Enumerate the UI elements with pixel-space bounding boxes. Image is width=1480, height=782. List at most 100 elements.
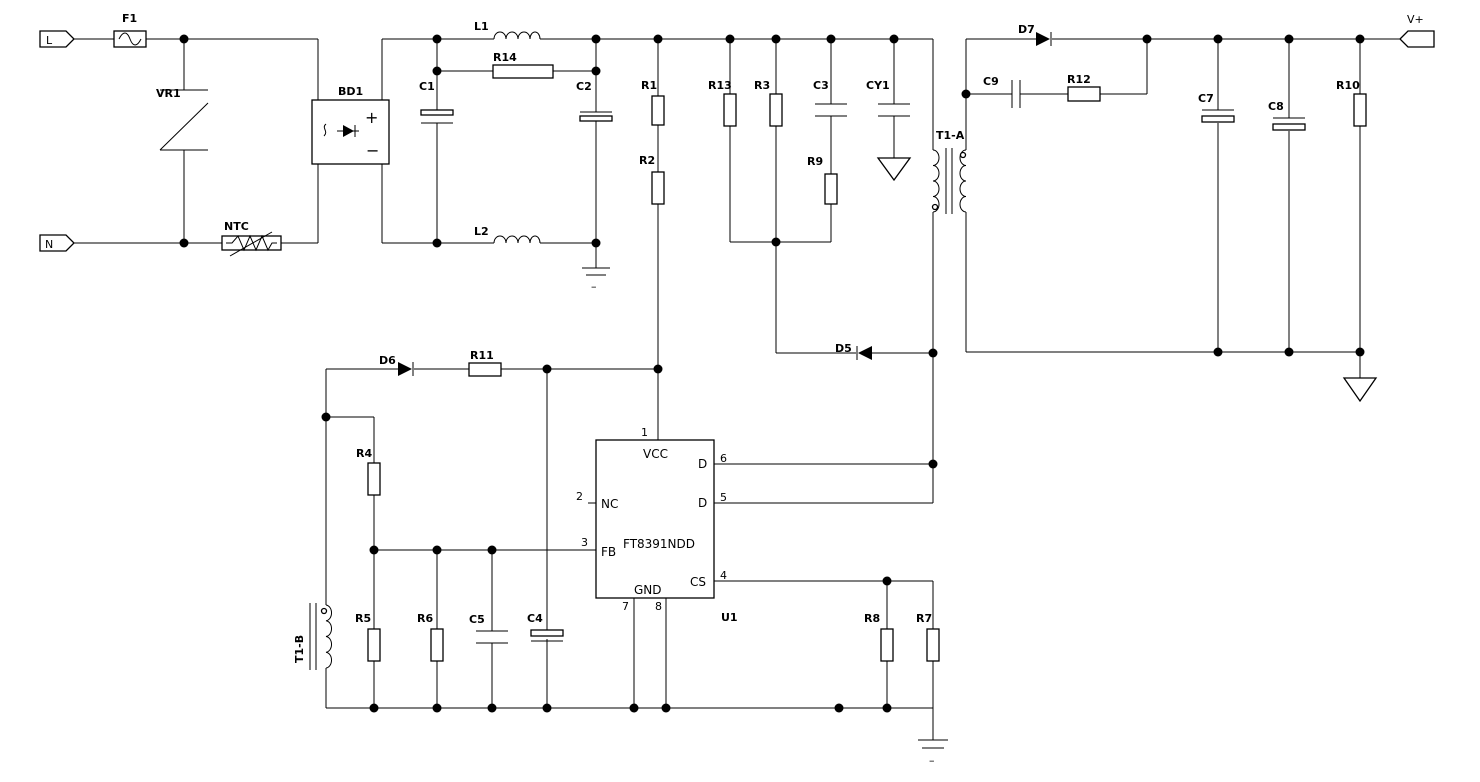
ic-pin-nc-label: NC [601, 497, 618, 511]
resistor-r12: R12 [1067, 73, 1101, 102]
svg-text:6: 6 [720, 452, 727, 465]
varistor-vr1: VR1 [156, 87, 209, 151]
svg-text:NTC: NTC [224, 220, 249, 233]
svg-text:R1: R1 [641, 79, 657, 92]
capacitor-c2: C2 [576, 80, 613, 122]
svg-text:R12: R12 [1067, 73, 1091, 86]
svg-text:C5: C5 [469, 613, 485, 626]
ground-symbol-primary: – [918, 739, 948, 767]
capacitor-c4: C4 [527, 612, 564, 642]
svg-text:C8: C8 [1268, 100, 1284, 113]
thermistor-ntc: NTC [221, 220, 282, 257]
ic-pin-fb-label: FB [601, 545, 616, 559]
svg-text:L2: L2 [474, 225, 489, 238]
fuse-f1: F1 [113, 12, 147, 48]
diode-d5: D5 [835, 342, 872, 360]
svg-text:D6: D6 [379, 354, 396, 367]
svg-text:5: 5 [720, 491, 727, 504]
svg-text:R6: R6 [417, 612, 433, 625]
svg-text:T1-B: T1-B [293, 635, 306, 663]
svg-text:F1: F1 [122, 12, 137, 25]
terminal-l: L [39, 30, 75, 48]
svg-text:R4: R4 [356, 447, 372, 460]
resistor-r8: R8 [864, 612, 894, 662]
svg-text:2: 2 [576, 490, 583, 503]
wires [74, 38, 1400, 740]
svg-text:R2: R2 [639, 154, 655, 167]
svg-text:–: – [929, 754, 935, 767]
svg-text:3: 3 [581, 536, 588, 549]
bridge-rectifier-bd1: + − BD1 [311, 85, 390, 165]
svg-text:R14: R14 [493, 51, 517, 64]
svg-text:C3: C3 [813, 79, 829, 92]
ic-pin-gnd-label: GND [634, 583, 662, 597]
svg-text:CY1: CY1 [866, 79, 890, 92]
transformer-t1-b: T1-B [293, 603, 332, 670]
ic-pin-d5-label: D [698, 496, 707, 510]
resistor-r9: R9 [807, 155, 838, 205]
svg-text:C4: C4 [527, 612, 543, 625]
ic-pin-vcc-label: VCC [643, 447, 668, 461]
ic-part-number: FT8391NDD [623, 537, 695, 551]
resistor-r6: R6 [417, 612, 444, 662]
resistor-r13: R13 [708, 79, 737, 127]
terminal-v-plus: V+ [1399, 13, 1435, 48]
diode-d6: D6 [379, 354, 414, 376]
capacitor-c5: C5 [469, 613, 508, 644]
inductor-l2: L2 [474, 225, 541, 244]
ground-symbol-secondary [1342, 377, 1378, 403]
resistor-r4: R4 [356, 447, 381, 496]
ground-symbol-c2: – [582, 267, 610, 293]
diode-d7: D7 [1018, 23, 1052, 46]
svg-text:R13: R13 [708, 79, 732, 92]
svg-text:V+: V+ [1407, 13, 1424, 26]
capacitor-c9: C9 [983, 75, 1021, 108]
svg-text:C2: C2 [576, 80, 592, 93]
svg-text:D7: D7 [1018, 23, 1035, 36]
svg-text:7: 7 [622, 600, 629, 613]
svg-text:L1: L1 [474, 20, 489, 33]
svg-text:R3: R3 [754, 79, 770, 92]
svg-text:−: − [366, 141, 379, 160]
resistor-r1: R1 [641, 79, 665, 126]
capacitor-c3: C3 [813, 79, 847, 117]
svg-text:R7: R7 [916, 612, 932, 625]
capacitor-c1: C1 [419, 80, 454, 124]
svg-text:C9: C9 [983, 75, 999, 88]
resistor-r7: R7 [916, 612, 940, 662]
svg-text:BD1: BD1 [338, 85, 363, 98]
resistor-r10: R10 [1336, 79, 1367, 127]
svg-text:R5: R5 [355, 612, 371, 625]
terminal-n: N [39, 234, 75, 252]
svg-text:1: 1 [641, 426, 648, 439]
svg-text:N: N [45, 238, 53, 251]
svg-text:C7: C7 [1198, 92, 1214, 105]
ic-pin-d6-label: D [698, 457, 707, 471]
svg-text:U1: U1 [721, 611, 738, 624]
ic-u1: VCC NC FB GND D D CS FT8391NDD 1 2 3 4 5… [576, 426, 738, 624]
capacitor-cy1: CY1 [866, 79, 912, 182]
capacitor-c8: C8 [1268, 100, 1306, 131]
resistor-r14: R14 [492, 51, 554, 79]
svg-text:4: 4 [720, 569, 727, 582]
ic-pin-cs-label: CS [690, 575, 706, 589]
svg-text:T1-A: T1-A [936, 129, 965, 142]
svg-text:VR1: VR1 [156, 87, 181, 100]
inductor-l1: L1 [474, 20, 541, 40]
resistor-r11: R11 [468, 349, 502, 377]
resistor-r3: R3 [754, 79, 783, 127]
svg-text:C1: C1 [419, 80, 435, 93]
svg-text:L: L [46, 34, 53, 47]
svg-text:–: – [591, 280, 597, 293]
svg-text:R8: R8 [864, 612, 880, 625]
svg-text:R11: R11 [470, 349, 494, 362]
svg-text:D5: D5 [835, 342, 852, 355]
svg-text:R9: R9 [807, 155, 823, 168]
capacitor-c7: C7 [1198, 92, 1235, 123]
resistor-r5: R5 [355, 612, 381, 662]
svg-text:R10: R10 [1336, 79, 1360, 92]
svg-text:8: 8 [655, 600, 662, 613]
junction-dots [179, 34, 1365, 713]
transformer-t1-a: T1-A [931, 129, 967, 214]
